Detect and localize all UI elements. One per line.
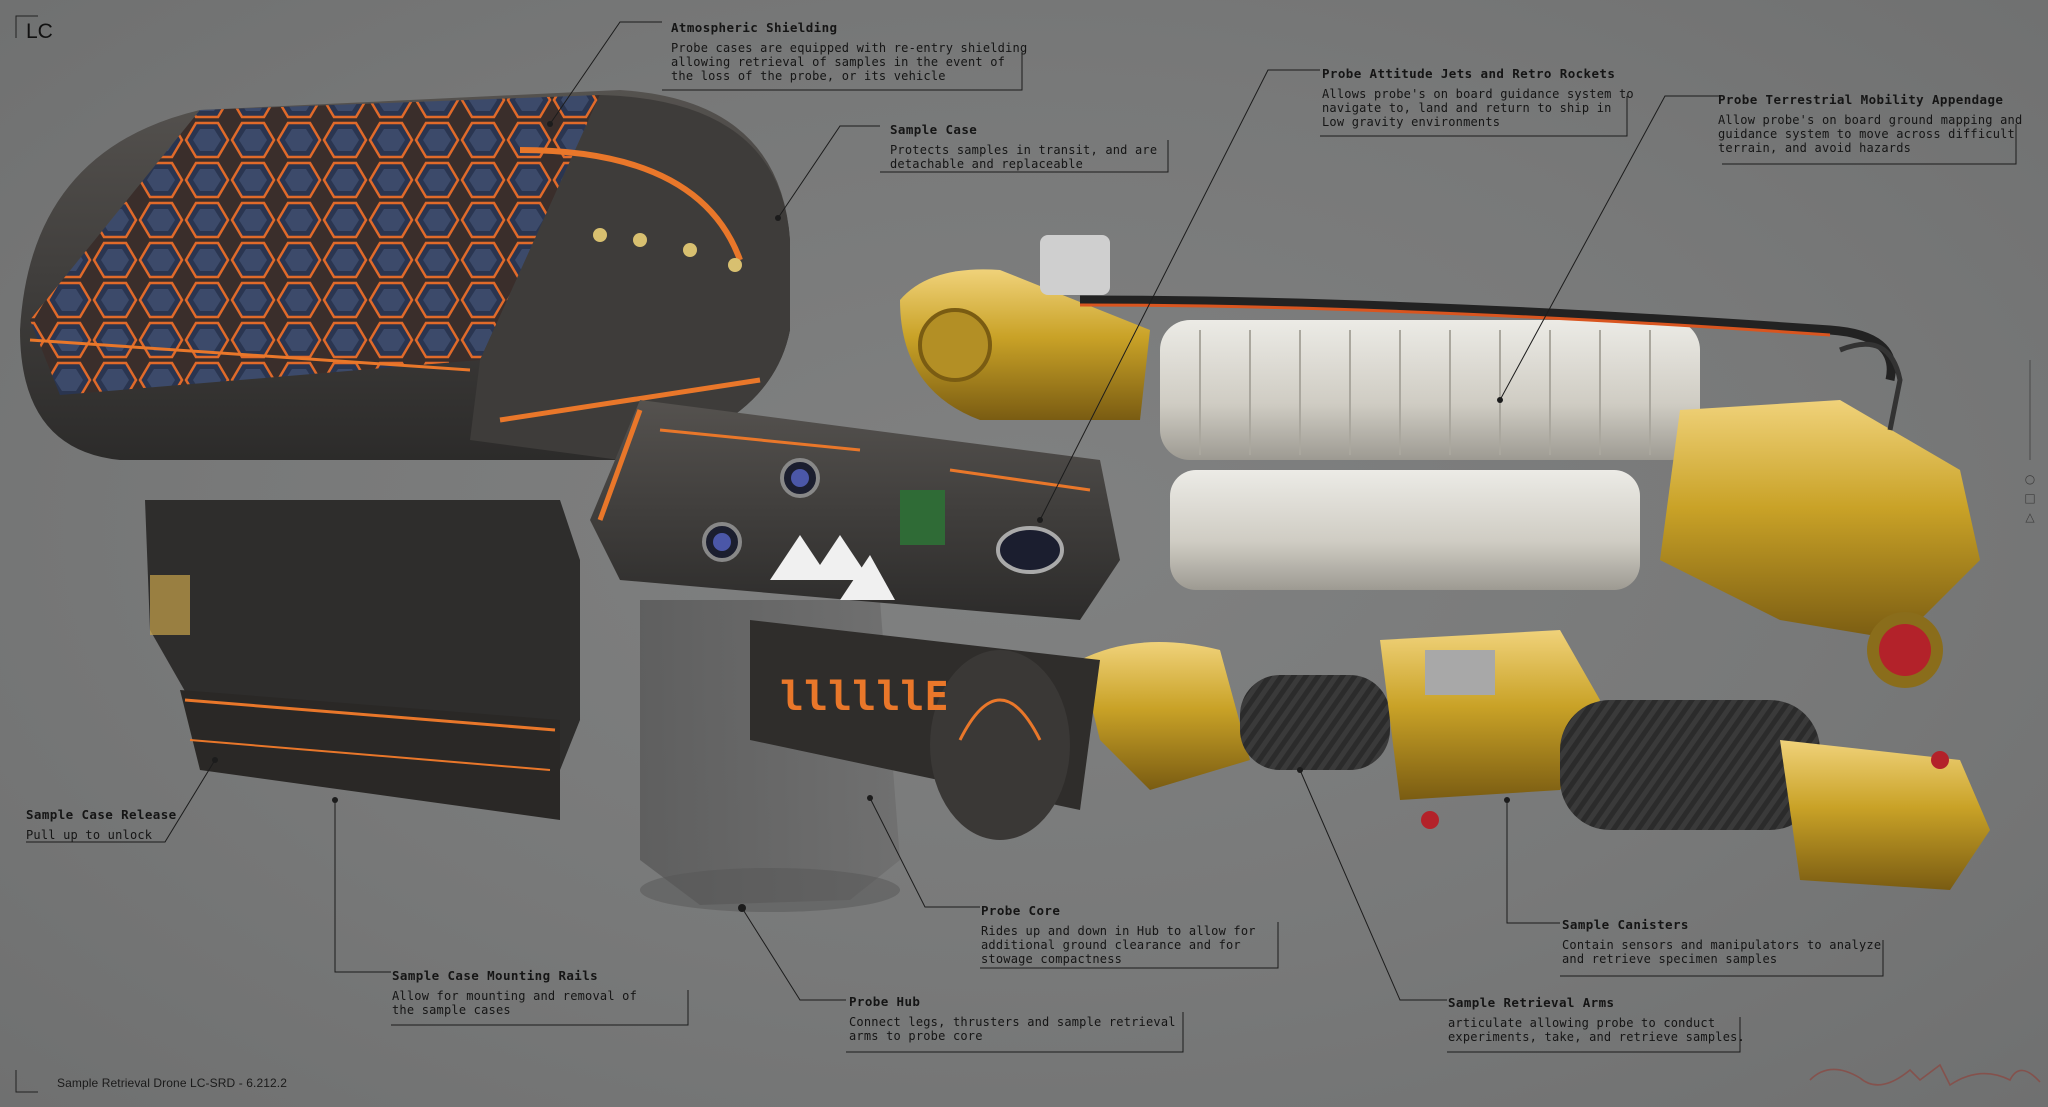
callout-title: Probe Attitude Jets and Retro Rockets [1322,66,1616,81]
callout-sample-case: Sample Case Protects samples in transit,… [890,122,1157,171]
callout-title: Sample Case Release [26,807,177,822]
callout-title: Sample Retrieval Arms [1448,995,1615,1010]
callout-title: Probe Core [981,903,1061,918]
callout-desc: Allow probe's on board ground mapping an… [1718,113,2023,155]
callout-probe-core: Probe Core Rides up and down in Hub to a… [981,903,1256,966]
callout-desc: Pull up to unlock [26,828,153,842]
circle-icon[interactable]: ○ [2024,472,2036,486]
leader-dots [212,121,1510,912]
svg-text:llllllE: llllllE [780,674,949,720]
probe-core-shape: llllllE [590,400,1120,840]
callout-title: Sample Canisters [1562,917,1689,932]
callout-sample-case-release: Sample Case Release Pull up to unlock [26,807,177,842]
callout-desc: Connect legs, thrusters and sample retri… [849,1015,1176,1043]
callout-title: Probe Terrestrial Mobility Appendage [1718,92,2004,107]
signature-mark [1809,1063,2041,1087]
corner-brackets [15,15,38,1093]
callout-sample-canisters: Sample Canisters Contain sensors and man… [1562,917,1881,966]
square-icon[interactable]: □ [2024,491,2036,505]
image-caption: Sample Retrieval Drone LC-SRD - 6.212.2 [57,1076,287,1090]
retrieval-arm-shape [1080,630,1990,890]
callout-title: Sample Case Mounting Rails [392,968,599,983]
sample-case-shape [20,90,790,460]
mounting-rails-shape [145,500,580,820]
callout-desc: Contain sensors and manipulators to anal… [1562,938,1882,966]
callout-desc: Rides up and down in Hub to allow for ad… [981,924,1256,966]
callout-atmospheric-shielding: Atmospheric Shielding Probe cases are eq… [671,20,1027,83]
callout-mounting-rails: Sample Case Mounting Rails Allow for mou… [392,968,637,1017]
callout-title: Sample Case [890,122,978,137]
callout-desc: Allow for mounting and removal of the sa… [392,989,638,1017]
side-toolbar: ○ □ △ [2022,470,2038,527]
callout-retrieval-arms: Sample Retrieval Arms articulate allowin… [1448,995,1745,1044]
callout-attitude-jets: Probe Attitude Jets and Retro Rockets Al… [1322,66,1634,129]
callout-probe-hub: Probe Hub Connect legs, thrusters and sa… [849,994,1176,1043]
lc-logo: LC [26,20,53,43]
callout-title: Atmospheric Shielding [671,20,838,35]
callout-desc: Probe cases are equipped with re-entry s… [671,41,1028,83]
triangle-icon[interactable]: △ [2025,510,2035,524]
callout-mobility-appendage: Probe Terrestrial Mobility Appendage All… [1718,92,2022,155]
leader-lines [26,21,2017,1053]
callout-desc: Allows probe's on board guidance system … [1322,87,1634,129]
callout-title: Probe Hub [849,994,921,1009]
mobility-appendage-shape [900,235,1980,688]
callout-desc: articulate allowing probe to conduct exp… [1448,1016,1745,1044]
callout-desc: Protects samples in transit, and are det… [890,143,1158,171]
